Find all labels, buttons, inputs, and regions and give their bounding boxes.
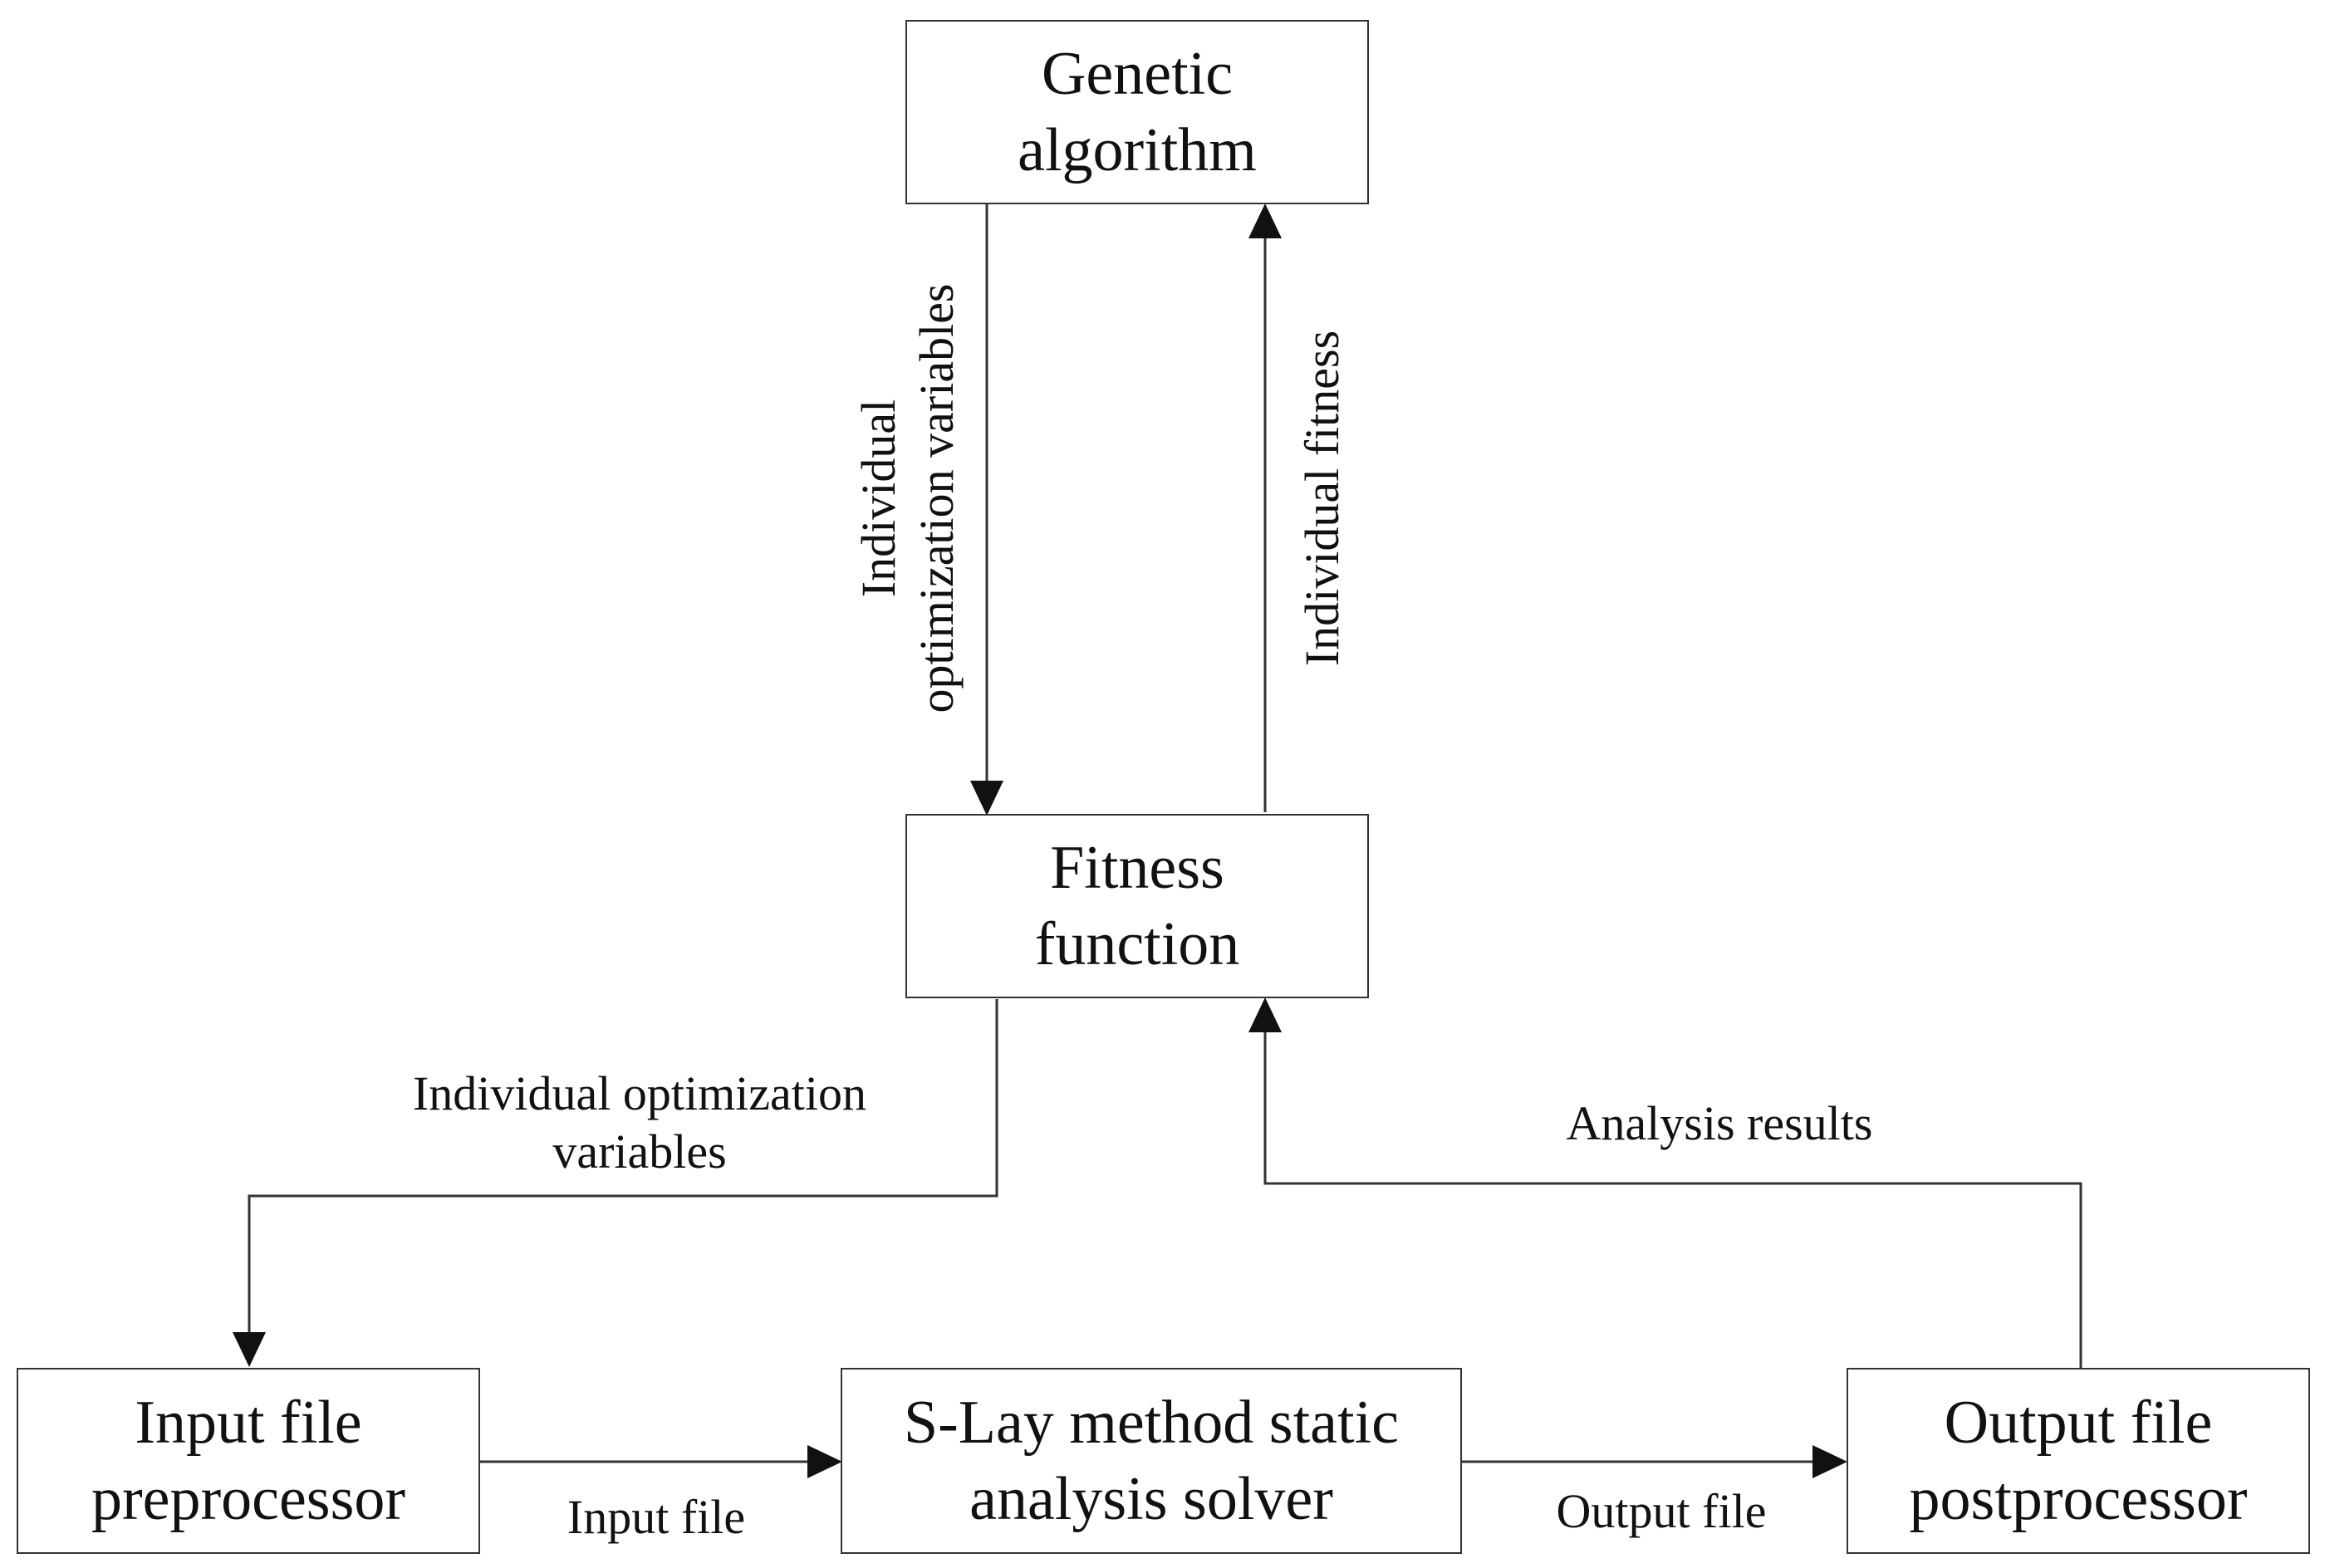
edge-label-ga-to-fitness: Individual optimization variables bbox=[850, 283, 966, 713]
genetic-algorithm-node: Genetic algorithm bbox=[905, 20, 1369, 204]
genetic-algorithm-label-line2: algorithm bbox=[1018, 116, 1257, 184]
edge-fitness-to-input-path bbox=[248, 999, 998, 1335]
edge-label-input-to-solver: Input file bbox=[515, 1488, 797, 1546]
edge-label-ga-to-fitness-line1: Individual bbox=[851, 399, 905, 598]
fitness-function-node: Fitness function bbox=[905, 814, 1369, 998]
fitness-function-label-line1: Fitness bbox=[1050, 834, 1224, 902]
arrowhead-fitness-to-input bbox=[233, 1332, 266, 1367]
edge-output-to-fitness-path bbox=[1263, 1028, 2082, 1368]
edge-label-fitness-to-input-line2: variables bbox=[552, 1125, 727, 1178]
fitness-function-label-line2: function bbox=[1034, 910, 1240, 978]
edge-label-fitness-to-ga-text: Individual fitness bbox=[1295, 330, 1349, 667]
solver-node: S-Lay method static analysis solver bbox=[841, 1368, 1462, 1554]
input-preprocessor-label-line1: Input file bbox=[135, 1389, 362, 1457]
genetic-algorithm-label-line1: Genetic bbox=[1041, 40, 1234, 108]
arrowhead-input-to-solver bbox=[807, 1445, 842, 1478]
arrowhead-ga-to-fitness bbox=[970, 781, 1003, 816]
arrowhead-fitness-to-ga bbox=[1248, 203, 1282, 238]
edge-label-output-to-fitness: Analysis results bbox=[1495, 1095, 1944, 1153]
output-postprocessor-label-line1: Output file bbox=[1944, 1389, 2213, 1457]
solver-label-line2: analysis solver bbox=[969, 1465, 1333, 1533]
solver-label-line1: S-Lay method static bbox=[904, 1389, 1399, 1457]
edge-label-input-to-solver-text: Input file bbox=[567, 1490, 746, 1544]
edge-label-solver-to-output-text: Output file bbox=[1556, 1484, 1767, 1538]
edge-label-fitness-to-input: Individual optimization variables bbox=[349, 1065, 930, 1181]
arrowhead-output-to-fitness bbox=[1248, 997, 1282, 1032]
edge-label-ga-to-fitness-line2: optimization variables bbox=[910, 283, 964, 713]
input-preprocessor-node: Input file preprocessor bbox=[17, 1368, 480, 1554]
input-preprocessor-label-line2: preprocessor bbox=[91, 1465, 406, 1533]
output-postprocessor-node: Output file postprocessor bbox=[1847, 1368, 2310, 1554]
edge-label-fitness-to-input-line1: Individual optimization bbox=[412, 1066, 867, 1120]
edge-label-solver-to-output: Output file bbox=[1512, 1482, 1811, 1541]
edge-label-output-to-fitness-text: Analysis results bbox=[1566, 1096, 1873, 1150]
edge-label-fitness-to-ga: Individual fitness bbox=[1293, 331, 1351, 666]
arrowhead-solver-to-output bbox=[1812, 1445, 1847, 1478]
output-postprocessor-label-line2: postprocessor bbox=[1909, 1465, 2248, 1533]
